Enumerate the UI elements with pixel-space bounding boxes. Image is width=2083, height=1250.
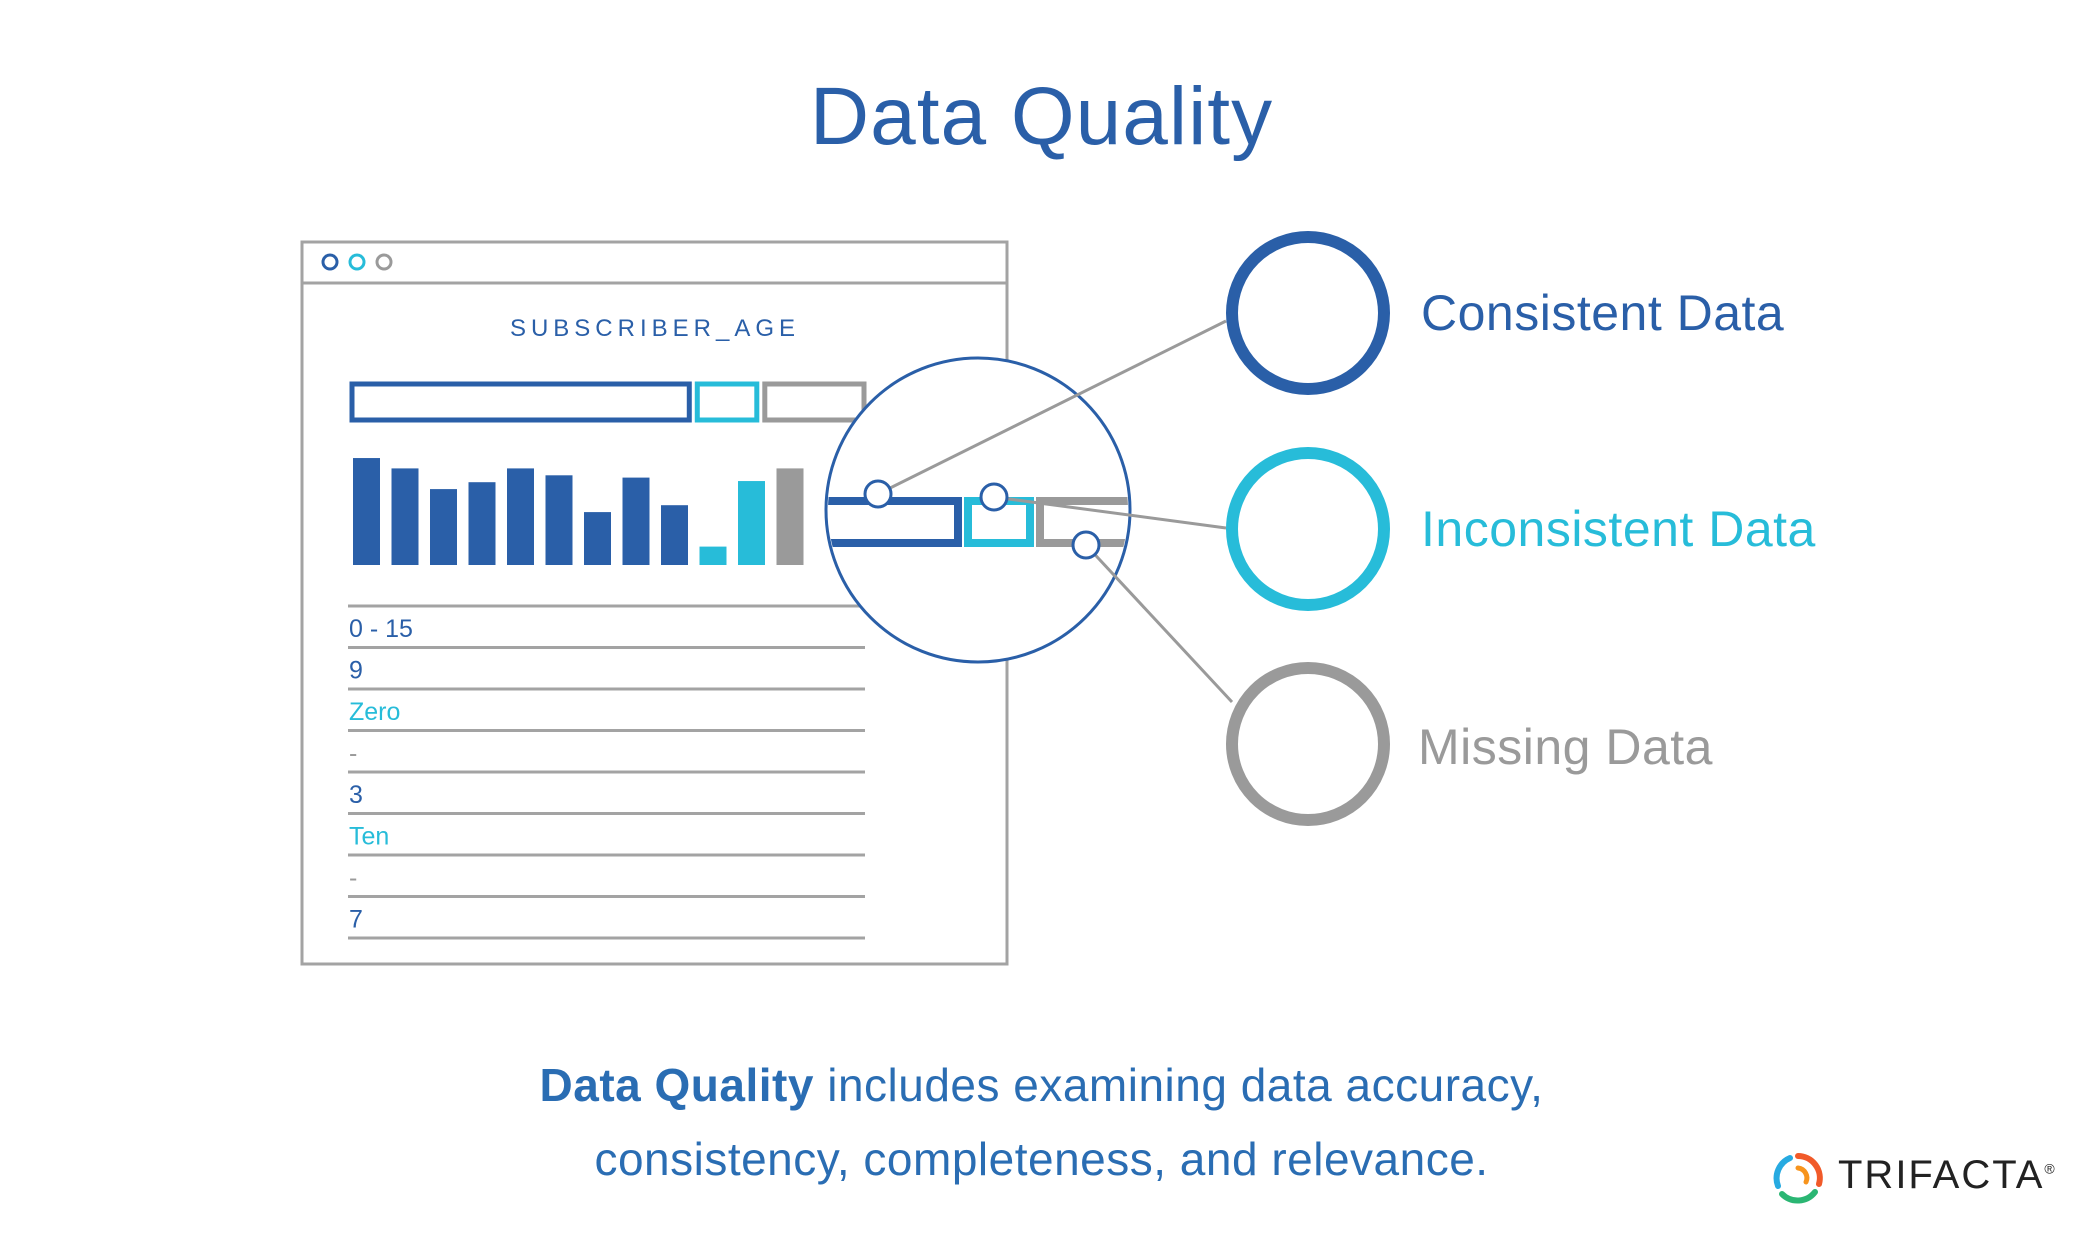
connector-node-consistent [863, 479, 893, 509]
footer-line-2: consistency, completeness, and relevance… [594, 1133, 1489, 1185]
data-row-value: 3 [349, 781, 363, 809]
data-row-value: 0 - 15 [349, 615, 413, 643]
histogram-bar-consistent [545, 475, 573, 565]
footer-line-1-rest: includes examining data accuracy, [813, 1059, 1544, 1111]
legend-label-missing: Missing Data [1418, 719, 1713, 775]
histogram-bar-consistent [391, 468, 419, 565]
quality-summary-bar [349, 381, 867, 423]
window-dot [375, 253, 393, 271]
magnifier-background [826, 358, 1130, 662]
legend-ring-missing [1226, 662, 1390, 826]
quality-segment-inconsistent [694, 381, 760, 423]
histogram-bar-consistent [661, 505, 688, 565]
column-header: SUBSCRIBER_AGE [510, 315, 800, 342]
window-dots [321, 253, 393, 271]
histogram-bar-consistent [430, 489, 457, 565]
connector-consistent [877, 319, 1227, 496]
window-dot [348, 253, 366, 271]
histogram-bar-consistent [622, 477, 650, 565]
histogram-bar-consistent [353, 458, 380, 565]
connector-node-missing [1071, 530, 1101, 560]
legend-ring-consistent [1226, 231, 1390, 395]
data-row-value: Zero [349, 698, 400, 726]
footer-line-1: Data Quality includes examining data acc… [0, 1058, 2083, 1112]
histogram-bar-consistent [584, 512, 611, 565]
histogram-bar-consistent [468, 482, 496, 565]
trifacta-logo-icon [1773, 1153, 1823, 1204]
data-row-value: 7 [349, 906, 363, 934]
quality-segment-consistent [349, 381, 692, 423]
histogram-bar-inconsistent [699, 546, 727, 565]
window-dot [321, 253, 339, 271]
connector-inconsistent [993, 495, 1227, 530]
magnifier-lens [824, 356, 1132, 664]
histogram-bar-missing [776, 468, 804, 565]
histogram [353, 458, 804, 565]
quality-segment-missing [762, 381, 867, 423]
legend-ring-inconsistent [1226, 447, 1390, 611]
data-row-value: 9 [349, 657, 363, 685]
legend-label-consistent: Consistent Data [1421, 285, 1785, 341]
brand-name: TRIFACTA® [1838, 1153, 2057, 1197]
connector-node-inconsistent [979, 482, 1009, 512]
footer-emphasis: Data Quality [539, 1059, 814, 1111]
histogram-bar-consistent [507, 468, 534, 565]
page-title: Data Quality [809, 71, 1274, 162]
legend-label-inconsistent: Inconsistent Data [1421, 501, 1816, 557]
data-row-value: Ten [349, 823, 389, 851]
data-row-value: - [349, 864, 357, 892]
data-row-value: - [349, 740, 357, 768]
connector-missing [1084, 543, 1234, 704]
histogram-bar-inconsistent [738, 481, 765, 565]
